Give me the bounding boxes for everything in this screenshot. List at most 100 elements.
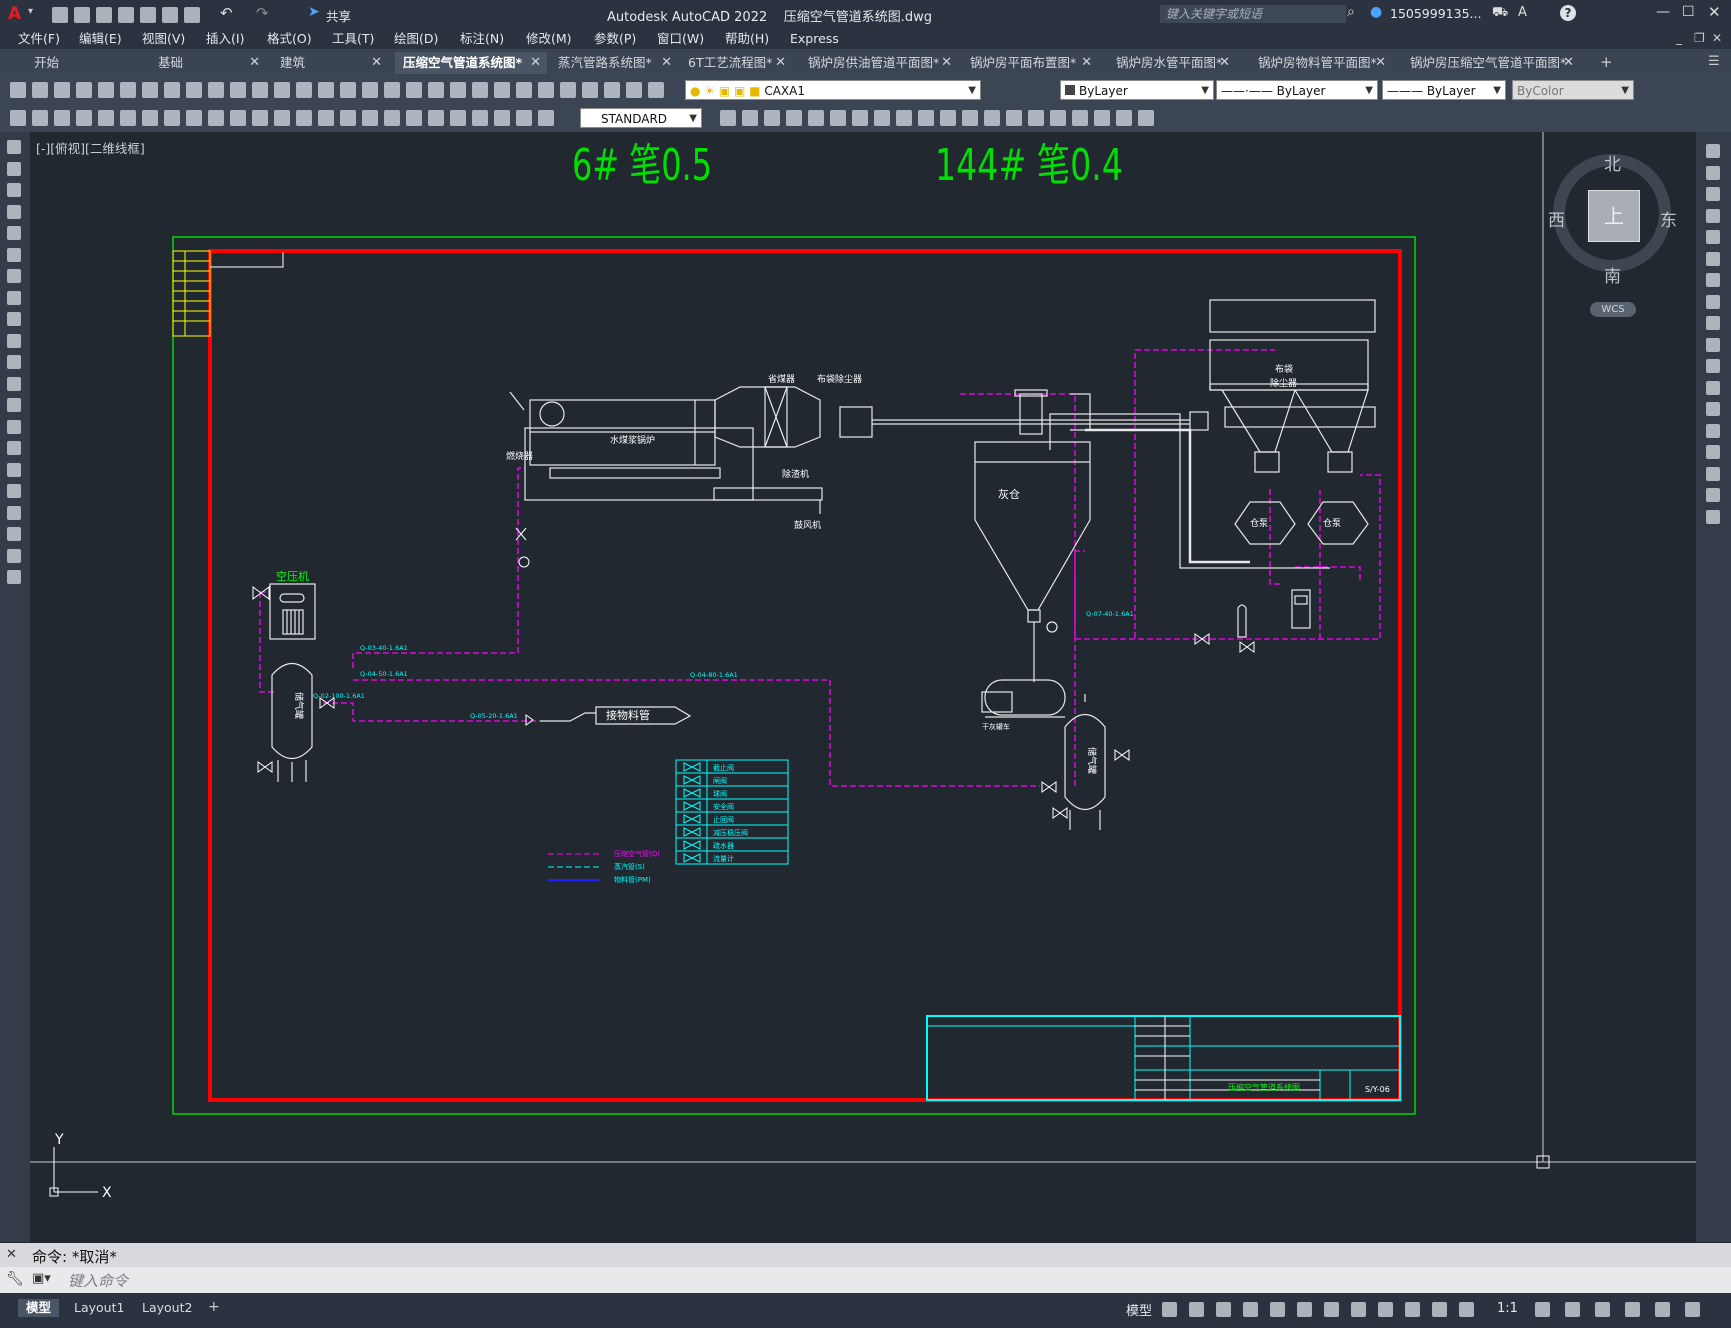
toolbar-tool-icon[interactable] [362,82,378,98]
wrench-icon[interactable]: 🔧︎ [6,1271,24,1287]
redo-icon[interactable]: ↷ [256,4,269,22]
toolbar-tool-icon[interactable] [142,82,158,98]
draw-tool-icon[interactable] [164,110,180,126]
viewport-label[interactable]: [-][俯视][二维线框] [36,141,145,156]
status-tool-icon[interactable] [1535,1302,1550,1317]
wcs-button[interactable]: WCS [1590,302,1636,317]
add-layout-icon[interactable]: + [208,1299,220,1315]
draw-tool-icon[interactable] [142,110,158,126]
draw-tool-icon[interactable] [10,110,26,126]
draw-palette-icon[interactable] [7,269,21,283]
viewcube-east[interactable]: 东 [1660,211,1677,231]
status-toggle-icon[interactable] [1432,1302,1447,1317]
draw-palette-icon[interactable] [7,419,21,434]
draw-tool-icon[interactable] [186,110,202,126]
toolbar-tool-icon[interactable] [428,82,444,98]
draw-tool-icon[interactable] [428,110,444,126]
drawing-canvas[interactable]: [-][俯视][二维线框] 6# 笔0.5 144# 笔0.4 [30,132,1696,1242]
status-toggle-icon[interactable] [1270,1302,1285,1317]
draw-palette-icon[interactable] [7,527,21,541]
modify-tool-icon[interactable] [874,110,890,126]
tab-process-flow[interactable]: 6T工艺流程图*✕ [680,52,792,74]
status-toggle-icon[interactable] [1189,1302,1204,1317]
save-web-icon[interactable] [162,7,178,23]
modify-palette-icon[interactable] [1706,359,1720,373]
modify-palette-icon[interactable] [1706,230,1720,244]
tab-basic[interactable]: 基础✕ [150,52,266,74]
menu-draw[interactable]: 绘图(D) [394,31,439,46]
modify-tool-icon[interactable] [896,110,912,126]
tab-water-pipe[interactable]: 锅炉房水管平面图*✕ [1108,52,1236,74]
toolbar-tool-icon[interactable] [230,82,246,98]
draw-palette-icon[interactable] [7,441,21,455]
close-icon[interactable]: ✕ [1563,55,1574,70]
toolbar-tool-icon[interactable] [318,82,334,98]
modify-palette-icon[interactable] [1706,466,1720,481]
draw-tool-icon[interactable] [318,110,334,126]
draw-tool-icon[interactable] [230,110,246,126]
open-icon[interactable] [74,7,90,23]
menu-dimension[interactable]: 标注(N) [460,31,505,46]
search-input[interactable]: 键入关键字或短语 [1160,5,1346,23]
toolbar-tool-icon[interactable] [648,82,664,98]
modify-tool-icon[interactable] [940,110,956,126]
draw-tool-icon[interactable] [208,110,224,126]
open-web-icon[interactable] [140,7,156,23]
close-icon[interactable]: ✕ [1708,3,1721,21]
cart-icon[interactable]: ⛟ [1492,5,1509,20]
draw-palette-icon[interactable] [7,226,21,240]
user-icon[interactable]: ● [1370,4,1383,20]
close-icon[interactable]: ✕ [775,55,786,70]
modify-tool-icon[interactable] [918,110,934,126]
toolbar-tool-icon[interactable] [54,82,70,98]
status-tool-icon[interactable] [1685,1302,1700,1317]
toolbar-tool-icon[interactable] [186,82,202,98]
modify-tool-icon[interactable] [1116,110,1132,126]
status-toggle-icon[interactable] [1351,1302,1366,1317]
toolbar-tool-icon[interactable] [516,82,532,98]
draw-tool-icon[interactable] [472,110,488,126]
new-tab-icon[interactable]: + [1600,53,1613,71]
lineweight-dropdown[interactable]: ——— ByLayer▼ [1382,80,1506,100]
viewcube-north[interactable]: 北 [1604,155,1621,175]
tab-start[interactable]: 开始 [26,52,146,74]
autocad-logo-icon[interactable]: A [8,4,22,24]
undo-icon[interactable]: ↶ [220,4,233,22]
tab-air-pipe-plan[interactable]: 锅炉房压缩空气管道平面图*✕ [1402,52,1580,74]
toolbar-tool-icon[interactable] [296,82,312,98]
toolbar-tool-icon[interactable] [538,82,554,98]
maximize-icon[interactable]: ☐ [1682,4,1695,20]
status-tool-icon[interactable] [1595,1302,1610,1317]
close-icon[interactable]: ✕ [1081,55,1092,70]
modify-tool-icon[interactable] [962,110,978,126]
close-icon[interactable]: ✕ [371,55,382,70]
plot-icon[interactable] [184,7,200,23]
modify-tool-icon[interactable] [786,110,802,126]
toolbar-tool-icon[interactable] [32,82,48,98]
menu-view[interactable]: 视图(V) [142,31,186,46]
draw-tool-icon[interactable] [362,110,378,126]
viewcube-west[interactable]: 西 [1548,211,1565,231]
tab-layout[interactable]: 锅炉房平面布置图*✕ [962,52,1098,74]
user-name[interactable]: 1505999135... [1390,6,1482,21]
tab-architecture[interactable]: 建筑✕ [272,52,388,74]
draw-tool-icon[interactable] [406,110,422,126]
doc-minimize-icon[interactable]: _ [1676,31,1682,45]
draw-palette-icon[interactable] [7,398,21,412]
draw-tool-icon[interactable] [384,110,400,126]
modify-palette-icon[interactable] [1706,251,1720,266]
draw-tool-icon[interactable] [450,110,466,126]
close-icon[interactable]: ✕ [1219,55,1230,70]
menu-edit[interactable]: 编辑(E) [79,31,122,46]
modify-palette-icon[interactable] [1706,445,1720,459]
status-toggle-icon[interactable] [1297,1302,1312,1317]
modify-palette-icon[interactable] [1706,294,1720,309]
close-icon[interactable]: ✕ [530,55,541,70]
draw-palette-icon[interactable] [7,376,21,391]
draw-palette-icon[interactable] [7,290,21,305]
draw-palette-icon[interactable] [7,140,21,154]
tab-compressed-air[interactable]: 压缩空气管道系统图*✕ [395,52,547,74]
tab-steam[interactable]: 蒸汽管路系统图*✕ [550,52,678,74]
modify-palette-icon[interactable] [1706,402,1720,416]
status-toggle-icon[interactable] [1243,1302,1258,1317]
